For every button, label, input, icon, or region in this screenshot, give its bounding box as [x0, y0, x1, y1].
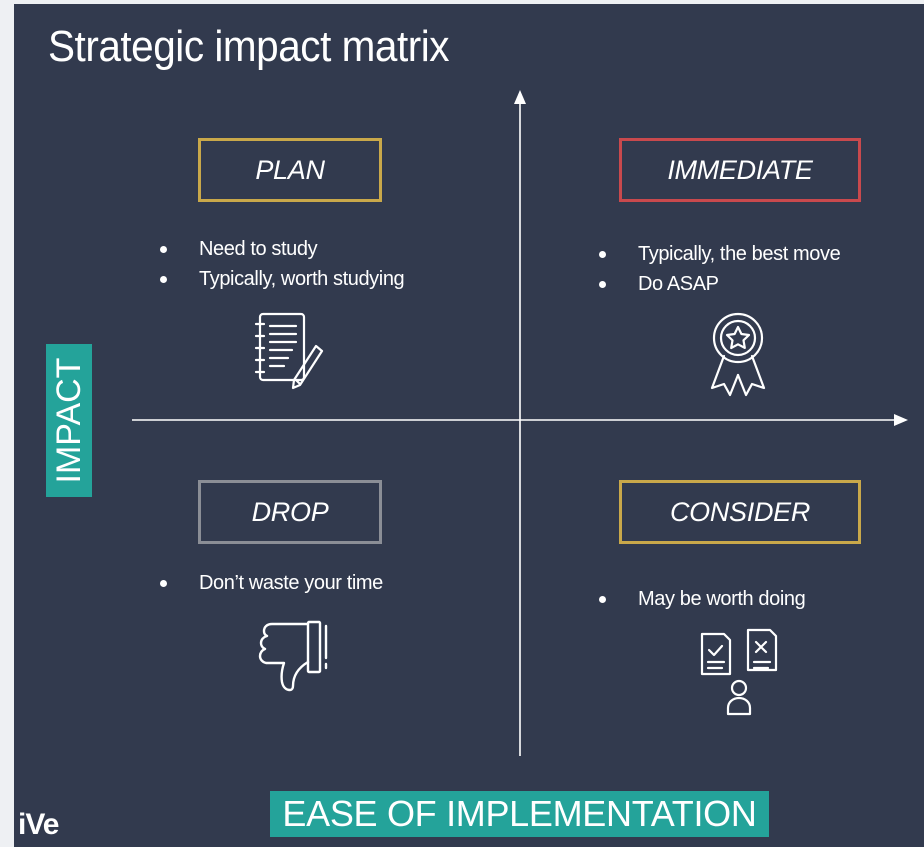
list-item: May be worth doing — [599, 584, 806, 614]
list-item: Typically, worth studying — [160, 264, 405, 294]
list-item: Need to study — [160, 234, 404, 264]
x-axis-arrowhead — [894, 414, 908, 426]
consider-bullet-list: May be worth doing — [599, 584, 806, 614]
plan-bullet-list: Need to study Typically, worth studying — [160, 234, 405, 294]
quadrant-drop-label: DROP — [198, 480, 382, 544]
drop-bullet-list: Don’t waste your time — [160, 568, 383, 598]
notepad-pencil-icon — [254, 312, 324, 390]
y-axis-arrowhead — [514, 90, 526, 104]
list-item: Typically, the best move — [599, 239, 841, 269]
award-ribbon-icon — [710, 312, 766, 397]
matrix-slide: Strategic impact matrix PLAN Need to stu… — [14, 4, 924, 847]
list-item: Don’t waste your time — [160, 568, 383, 598]
immediate-bullet-list: Typically, the best move Do ASAP — [599, 239, 841, 299]
quadrant-consider-label: CONSIDER — [619, 480, 861, 544]
decision-documents-icon — [700, 628, 778, 716]
thumbs-down-icon — [258, 620, 328, 692]
ease-of-implementation-axis-label: EASE OF IMPLEMENTATION — [270, 791, 769, 837]
brand-logo: iVe — [18, 808, 59, 841]
quadrant-plan-label: PLAN — [198, 138, 382, 202]
impact-axis-label: IMPACT — [46, 344, 92, 497]
quadrant-immediate-label: IMMEDIATE — [619, 138, 861, 202]
list-item: Do ASAP — [599, 269, 840, 299]
slide-title: Strategic impact matrix — [48, 22, 450, 71]
matrix-axes — [132, 90, 908, 756]
